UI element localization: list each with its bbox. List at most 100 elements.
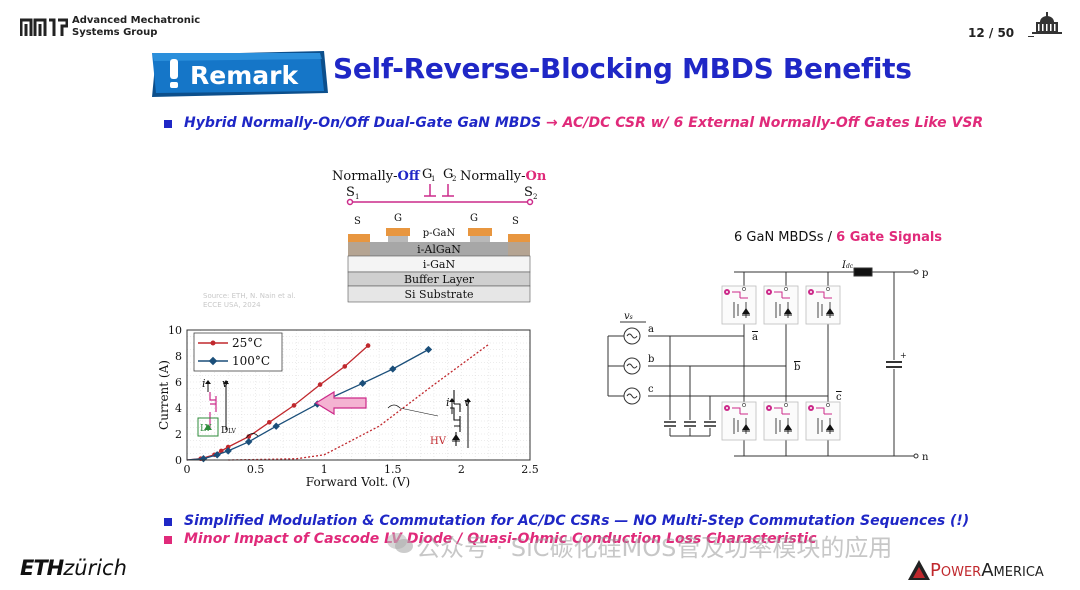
svg-text:DLV: DLV [221,426,236,436]
data-point-25c [317,382,323,387]
bullet-marker [164,536,172,544]
node-bbar: b [794,362,800,373]
source1-contact-label: S [354,216,361,227]
series-line-1 [186,348,429,461]
normally-on-word: On [526,169,547,184]
data-point-100c [424,345,433,354]
idc-sub: dc [846,263,854,270]
gate2-contact-label: G [470,213,478,224]
eth-logo-bold: ETH [20,556,64,580]
data-point-25c [342,364,348,369]
y-axis-label: Current (A) [157,360,171,430]
group-name-line2: Systems Group [72,27,158,38]
mbds-switch-cell [763,401,799,441]
x-tick-label: 2.5 [521,463,539,476]
shift-arrow [314,390,367,416]
mbds-switch-cells [721,285,841,441]
layer-si: Si Substrate [404,288,473,301]
data-point-25c [291,403,297,408]
hv-diode-inset: i v HV [387,390,471,448]
phase-a-label: a [648,324,654,335]
bullet-3: Minor Impact of Cascode LV Diode / Quasi… [184,531,817,547]
normally-on-prefix: Normally- [460,169,526,184]
bullet-marker [164,120,172,128]
bullet-1-part2: → AC/DC CSR w/ 6 External Normally-Off G… [546,115,984,131]
inset2-current-i: i [446,396,450,409]
gate2-sub: 2 [452,175,456,183]
x-tick-label: 2 [458,463,465,476]
legend-marker-100c [208,356,218,366]
y-tick-label: 8 [175,350,182,363]
poweramerica-logo: POWERAMERICA [908,560,1044,581]
power-rest: OWER [940,565,982,580]
normally-off-prefix: Normally- [332,169,398,184]
inset-dlv-sub: LV [228,428,236,435]
y-tick-label: 6 [175,376,182,389]
x-tick-label: 0.5 [247,463,265,476]
layer-pgan: p-GaN [423,228,456,239]
circuit-title: 6 GaN MBDSs / 6 Gate Signals [734,230,942,245]
bullet-1: Hybrid Normally-On/Off Dual-Gate GaN MBD… [184,115,983,131]
csr-circuit: Idc p n vs a b c a b c + [607,260,929,463]
source2-contact-label: S [512,216,519,227]
source2-label: S [524,185,533,200]
watermark-text: 公众号 · SiC碳化硅MOS管及功率模块的应用 [416,534,893,562]
bullet-1-part1: Hybrid Normally-On/Off Dual-Gate GaN MBD… [184,115,542,131]
aes-logo-icon [20,18,68,36]
data-point-25c [365,343,371,348]
y-tick-label: 0 [175,454,182,467]
phase-b-label: b [648,354,654,365]
data-point-25c [246,434,252,439]
wechat-icon [387,533,413,553]
layer-ialgan: i-AlGaN [417,243,461,256]
gate1-contact-label: G [394,213,402,224]
vs-sub: s [630,314,633,321]
legend-label-25c: 25°C [232,336,262,350]
poweramerica-icon [908,560,930,580]
badge-label: Remark [190,61,299,90]
bullet-2: Simplified Modulation & Commutation for … [184,513,970,529]
data-point-100c [272,422,280,430]
svg-text:Normally-On: Normally-On [460,169,547,184]
data-point-25c [225,444,231,450]
svg-text:Idc: Idc [841,260,854,271]
source2-sub: 2 [533,193,537,201]
mbds-switch-cell [721,285,757,325]
svg-text:Normally-Off: Normally-Off [332,169,421,184]
source-line2: ECCE USA, 2024 [203,301,261,309]
series-line-2 [228,343,490,461]
mbds-switch-cell [805,401,841,441]
x-tick-label: 0 [184,463,191,476]
group-name: Advanced Mechatronic Systems Group [72,15,200,39]
layer-igan: i-GaN [423,258,456,271]
bullet-marker [164,518,172,526]
idc-label: I [841,260,847,271]
node-cbar: c [836,392,842,403]
remark-badge: Remark [152,51,328,97]
america-rest: MERICA [993,565,1044,580]
source-note: Source: ETH, N. Nain et al. ECCE USA, 20… [203,292,296,310]
chart-series [186,343,490,463]
vs-label: v [624,311,630,322]
plot-frame [186,329,531,461]
source1-sub: 1 [355,193,359,201]
svg-text:vs: vs [624,311,633,322]
lv-cascode-inset: i v LV DLV [197,377,259,439]
node-abar: a [752,332,758,343]
mbds-switch-cell [763,285,799,325]
america-letter-a: A [981,560,994,581]
inset-hv-label: HV [430,436,447,447]
source-line1: Source: ETH, N. Nain et al. [203,292,296,300]
x-tick-label: 1.5 [384,463,402,476]
data-point-100c [358,379,367,387]
terminal-n: n [922,452,929,463]
mbds-switch-cell [721,401,757,441]
inset-dlv-label: D [221,426,228,436]
group-name-line1: Advanced Mechatronic [72,15,201,26]
x-tick-label: 1 [321,463,328,476]
inset-current-i: i [202,377,206,390]
slide-title: Self-Reverse-Blocking MBDS Benefits [333,52,912,85]
device-cross-section: Normally-Off Normally-On G G S S 1 2 1 2… [332,167,547,303]
eth-zurich-logo: ETHzürich [20,556,127,580]
y-tick-label: 4 [175,402,182,415]
